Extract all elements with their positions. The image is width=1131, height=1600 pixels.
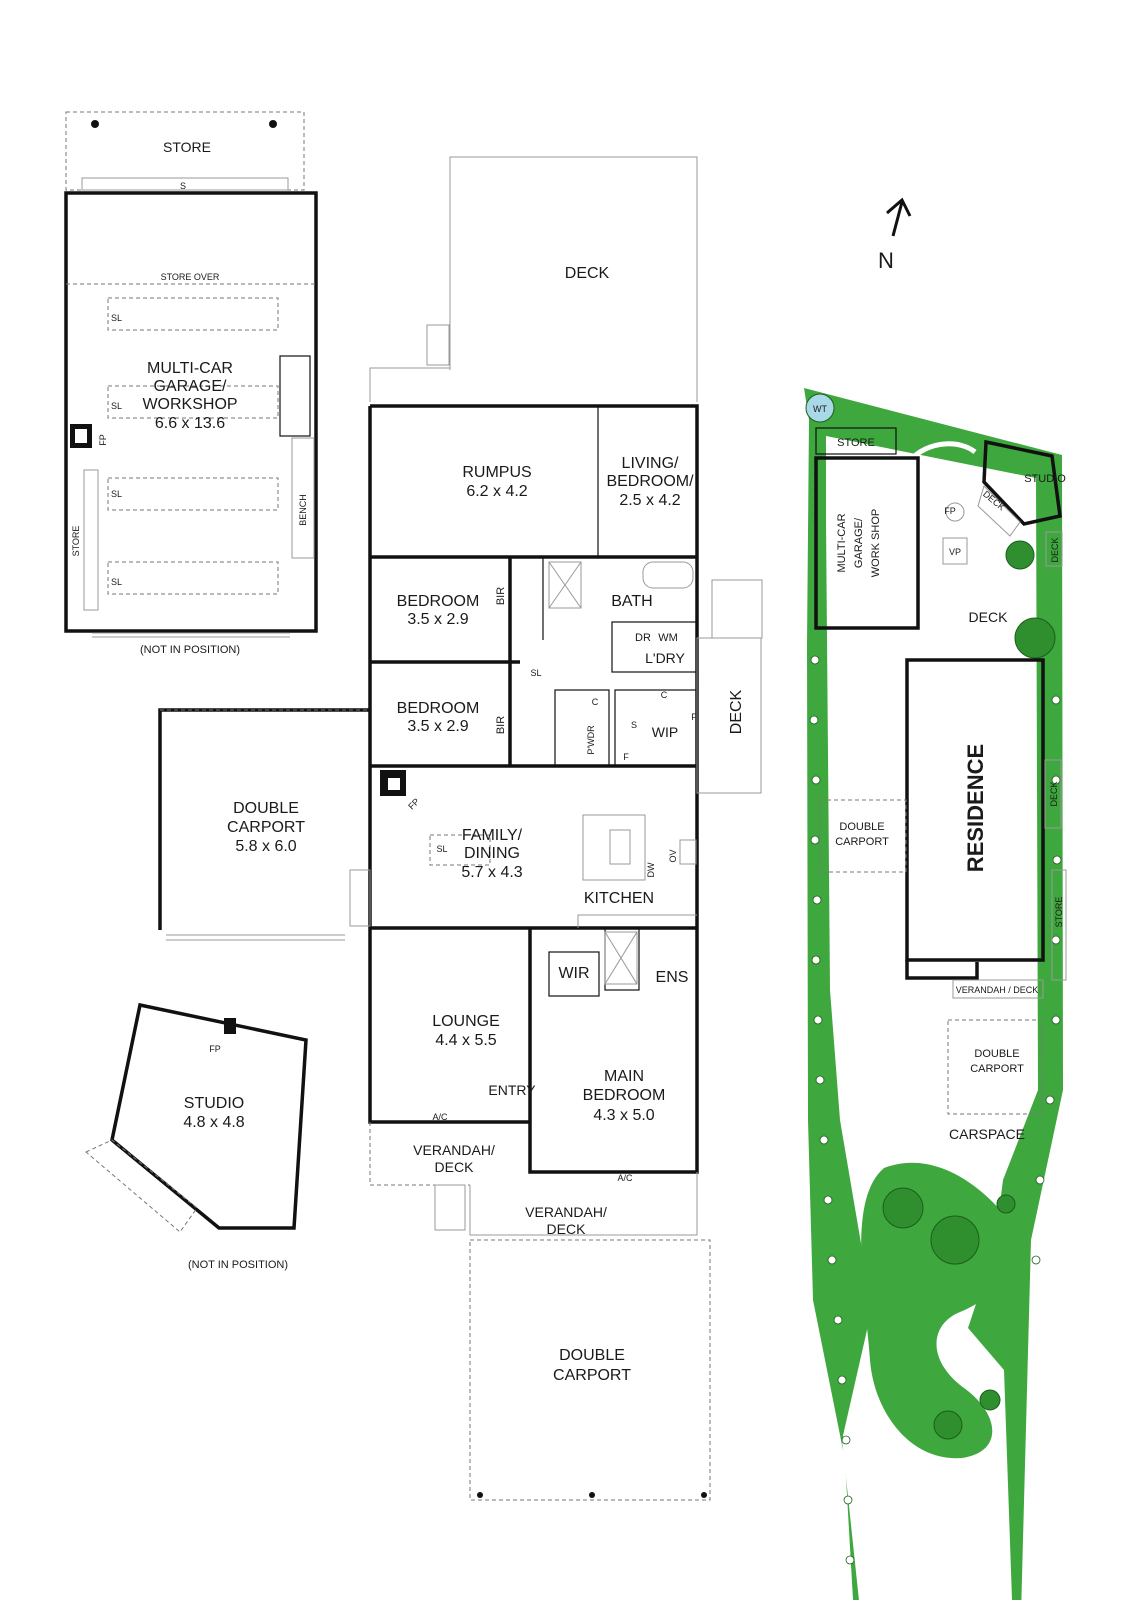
north-arrow-icon [886, 197, 912, 237]
ac-label: A/C [432, 1112, 448, 1122]
bedroom-2-dims: 3.5 x 2.9 [407, 718, 468, 735]
site-fp-label: FP [944, 506, 956, 516]
carport-dims: 5.8 x 6.0 [235, 838, 296, 855]
carspace-label: CARSPACE [949, 1126, 1025, 1142]
garage-sl-label: SL [111, 489, 122, 499]
garage-side-store-label: STORE [71, 526, 81, 557]
store-over-label: STORE OVER [161, 272, 220, 282]
residence-label: RESIDENCE [963, 744, 988, 872]
garage-dims: 6.6 x 13.6 [155, 415, 225, 432]
ensuite-label: ENS [656, 969, 689, 986]
bath-label: BATH [611, 593, 652, 610]
family-label-2: DINING [464, 845, 520, 862]
side-deck-label: DECK [728, 689, 745, 734]
site-verandah-label: VERANDAH / DECK [956, 985, 1039, 995]
site-garage-label-2: GARAGE/ [853, 517, 865, 568]
house-plan [158, 156, 763, 1501]
laundry-label: L'DRY [645, 650, 685, 666]
garage-note: (NOT IN POSITION) [140, 644, 240, 656]
lounge-dims: 4.4 x 5.5 [435, 1032, 496, 1049]
dryer-label: DR [635, 632, 651, 644]
studio-title: STUDIO [184, 1095, 244, 1112]
site-small-deck-label: DECK [1050, 537, 1060, 562]
powder-label: P'WDR [586, 725, 596, 755]
site-garage-label: MULTI-CAR [836, 513, 848, 572]
oven-label: OV [668, 849, 678, 862]
compass-label: N [878, 248, 894, 273]
living-label: LIVING/ [622, 455, 679, 472]
lounge-label: LOUNGE [432, 1013, 500, 1030]
bir-1-label: BIR [495, 587, 507, 605]
wip-label: WIP [652, 724, 678, 740]
main-bedroom-label-2: BEDROOM [583, 1087, 666, 1104]
front-carport-label: DOUBLE [559, 1347, 625, 1364]
garage-shelf-label: S [180, 181, 186, 191]
main-bedroom-dims: 4.3 x 5.0 [593, 1107, 654, 1124]
carport-label: DOUBLE [233, 800, 299, 817]
studio-plan [85, 1002, 308, 1233]
site-side-store-label: STORE [1054, 897, 1064, 928]
bedroom-1-label: BEDROOM [397, 593, 480, 610]
washer-label: WM [658, 632, 678, 644]
garage-title-3: WORKSHOP [142, 396, 237, 413]
water-tank-label: WT [813, 404, 827, 414]
site-front-carport-label: DOUBLE [974, 1048, 1019, 1060]
ac-label: A/C [617, 1173, 633, 1183]
cupboard-label: C [592, 697, 599, 707]
garage-fp-label: FP [98, 434, 108, 446]
family-fp-label: FP [406, 796, 421, 811]
bedroom-1-dims: 3.5 x 2.9 [407, 611, 468, 628]
garage-bench-label: BENCH [298, 494, 308, 526]
kitchen-label: KITCHEN [584, 890, 654, 907]
skylight-label: SL [530, 668, 541, 678]
family-label: FAMILY/ [462, 827, 523, 844]
wir-label: WIR [558, 965, 589, 982]
family-dims: 5.7 x 4.3 [461, 864, 522, 881]
living-dims: 2.5 x 4.2 [619, 492, 680, 509]
site-carport-label: DOUBLE [839, 821, 884, 833]
garage-plan [64, 111, 318, 638]
bir-2-label: BIR [495, 716, 507, 734]
site-side-deck-label: DECK [1049, 781, 1059, 806]
living-label-2: BEDROOM/ [606, 473, 694, 490]
site-vp-label: VP [949, 547, 961, 557]
front-carport-label-2: CARPORT [553, 1367, 631, 1384]
site-front-carport-label-2: CARPORT [970, 1063, 1024, 1075]
studio-dims: 4.8 x 4.8 [183, 1114, 244, 1131]
site-deck-label: DECK [969, 609, 1009, 625]
studio-note: (NOT IN POSITION) [188, 1259, 288, 1271]
garage-title-1: MULTI-CAR [147, 360, 233, 377]
dishwasher-label: DW [646, 862, 656, 877]
site-garage-label-3: WORK SHOP [870, 509, 882, 577]
shower-label: S [631, 720, 637, 730]
carport-label-2: CARPORT [227, 819, 305, 836]
main-bedroom-label: MAIN [604, 1068, 644, 1085]
verandah-deck-label-2: DECK [547, 1221, 587, 1237]
garage-title-2: GARAGE/ [154, 378, 227, 395]
cupboard-label: C [661, 690, 668, 700]
garage-sl-label: SL [111, 313, 122, 323]
verandah-deck-label: DECK [435, 1159, 475, 1175]
fridge-label: F [691, 712, 697, 722]
family-sl-label: SL [436, 844, 447, 854]
rumpus-dims: 6.2 x 4.2 [466, 483, 527, 500]
bedroom-2-label: BEDROOM [397, 700, 480, 717]
verandah-label-2: VERANDAH/ [525, 1204, 607, 1220]
fridge-label: F [623, 752, 629, 762]
site-studio-label: STUDIO [1024, 473, 1066, 485]
studio-fp-label: FP [209, 1044, 221, 1054]
house-deck-label: DECK [565, 265, 610, 282]
site-plan [804, 388, 1067, 1600]
garage-sl-label: SL [111, 401, 122, 411]
garage-store-label: STORE [163, 139, 211, 155]
entry-label: ENTRY [488, 1082, 536, 1098]
verandah-label: VERANDAH/ [413, 1142, 495, 1158]
site-carport-label-2: CARPORT [835, 836, 889, 848]
site-store-label: STORE [837, 437, 875, 449]
garage-sl-label: SL [111, 577, 122, 587]
rumpus-label: RUMPUS [462, 464, 531, 481]
